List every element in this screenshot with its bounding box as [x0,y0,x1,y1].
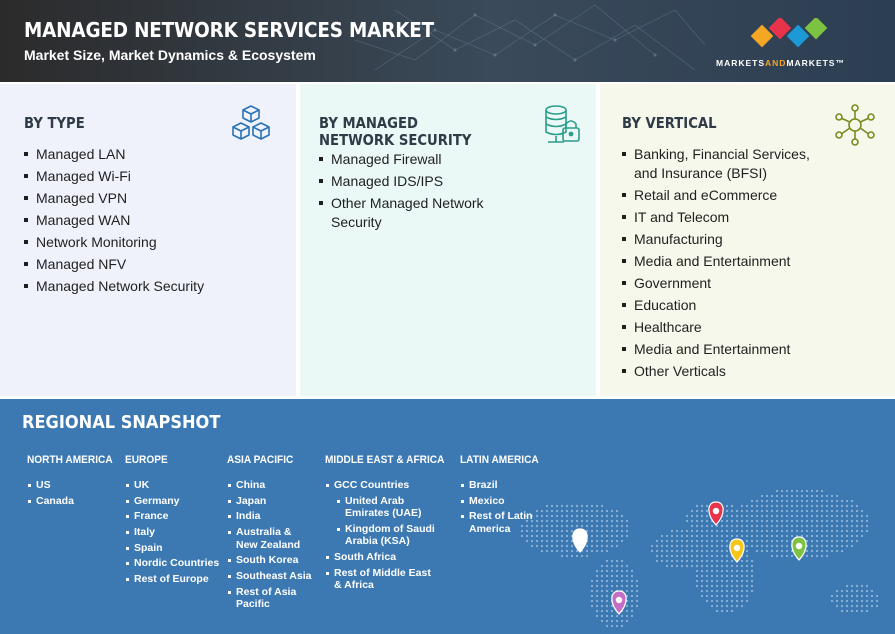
region-title: REGIONAL SNAPSHOT [22,412,221,433]
list-item: Other Managed Network Security [319,194,519,231]
list-item: Managed IDS/IPS [319,172,519,191]
region-country-item: France [125,510,220,523]
list-item: Managed VPN [24,189,204,208]
list-item: Banking, Financial Services, and Insuran… [622,145,822,182]
panel-title: BY TYPE [24,114,85,132]
network-background-graphic [355,4,706,71]
region-country-item: United Arab Emirates (UAE) [325,495,440,520]
region-country-item: US [27,479,117,492]
region-country-item: Japan [227,495,312,508]
list-item: Retail and eCommerce [622,186,822,205]
list-item: Education [622,296,822,315]
network-hub-icon [835,104,875,146]
database-lock-icon [545,105,580,143]
list-item: Manufacturing [622,230,822,249]
list-item: Media and Entertainment [622,252,822,271]
region-country-item: UK [125,479,220,492]
list-item: Managed Wi-Fi [24,167,204,186]
panel-title: BY MANAGED NETWORK SECURITY [319,114,472,149]
region-country-item: Germany [125,495,220,508]
panel-title: BY VERTICAL [622,114,717,132]
region-country-item: Rest of Europe [125,573,220,586]
list-item: Healthcare [622,318,822,337]
list-item: Managed Firewall [319,150,519,169]
page-subtitle: Market Size, Market Dynamics & Ecosystem [24,47,316,63]
region-country-item: China [227,479,312,492]
panel-by-managed-network-security: BY MANAGED NETWORK SECURITY Managed Fire… [300,84,596,396]
region-country-item: Italy [125,526,220,539]
map-pin-icon [791,536,807,561]
list-item: Managed Network Security [24,277,204,296]
map-pin-icon [708,501,724,526]
region-country-item: Australia & New Zealand [227,526,312,551]
list-item: Other Verticals [622,362,822,381]
list-item: Government [622,274,822,293]
region-country-item: Canada [27,495,117,508]
region-country-item: South Korea [227,554,312,567]
region-country-item: Spain [125,542,220,555]
list-item: Managed LAN [24,145,204,164]
region-country-item: Kingdom of Saudi Arabia (KSA) [325,523,440,548]
region-country-item: GCC Countries [325,479,440,492]
region-country-item: Rest of Latin America [460,510,555,535]
region-country-item: South Africa [325,551,440,564]
world-map-graphic [520,489,879,628]
list-item: Network Monitoring [24,233,204,252]
page-title: MANAGED NETWORK SERVICES MARKET [24,18,435,42]
list-item: Managed WAN [24,211,204,230]
vertical-list: Banking, Financial Services, and Insuran… [622,145,822,384]
map-pin-icon [729,538,745,563]
region-country-item: Mexico [460,495,555,508]
map-pin-icon [572,528,588,553]
marketsandmarkets-logo: MARKETSANDMARKETS™ [716,18,866,70]
list-item: Media and Entertainment [622,340,822,359]
list-item: Managed NFV [24,255,204,274]
panel-by-vertical: BY VERTICAL Banking, Financial Services,… [600,84,895,396]
map-pin-icon [611,590,627,615]
cubes-icon [232,105,270,140]
header-banner: MANAGED NETWORK SERVICES MARKET Market S… [0,0,895,82]
region-country-item: Southeast Asia [227,570,312,583]
region-country-item: Nordic Countries [125,557,220,570]
region-country-item: Rest of Asia Pacific [227,586,312,611]
logo-diamonds-icon [750,18,828,48]
region-country-item: Rest of Middle East & Africa [325,567,440,592]
region-country-item: Brazil [460,479,555,492]
logo-wordmark: MARKETSANDMARKETS™ [716,58,845,68]
list-item: IT and Telecom [622,208,822,227]
region-country-item: India [227,510,312,523]
